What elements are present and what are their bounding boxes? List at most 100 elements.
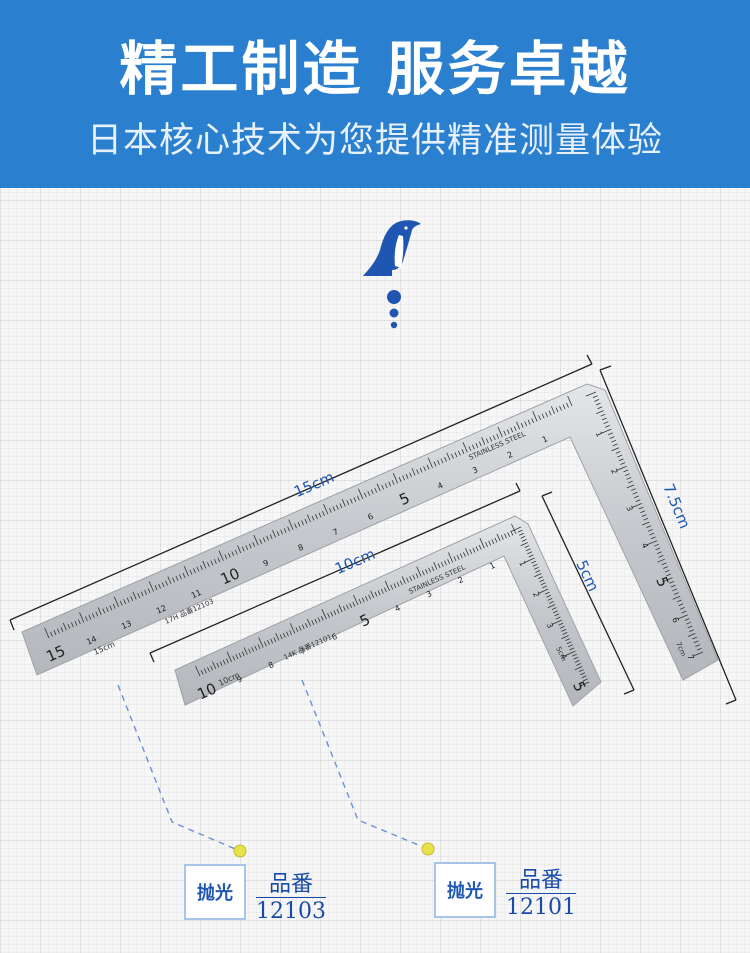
- small-long-tick: [444, 560, 447, 566]
- small-short-tick: [569, 647, 575, 651]
- large-long-tick: [341, 499, 346, 507]
- small-short-tick: [539, 579, 545, 583]
- large-long-tick: [506, 429, 510, 434]
- dimension-label-large-long: 15cm: [291, 468, 337, 501]
- small-long-tick: [235, 654, 239, 660]
- small-short-tick: [573, 656, 579, 660]
- small-short-tick: [547, 604, 556, 609]
- dot-small: [390, 321, 398, 329]
- small-short-tick: [534, 573, 542, 578]
- large-long-tick: [402, 475, 406, 481]
- large-short-tick: [624, 473, 630, 476]
- small-long-tick: [286, 631, 289, 637]
- small-long-tick: [478, 544, 482, 550]
- large-short-tick: [677, 614, 688, 620]
- large-long-tick: [489, 436, 493, 442]
- small-short-numeral: 1: [517, 559, 527, 567]
- large-short-tick: [611, 439, 617, 443]
- large-long-tick: [207, 562, 210, 568]
- small-short-tick: [524, 545, 530, 549]
- small-short-numeral: 3: [545, 621, 555, 629]
- large-long-tick: [411, 468, 416, 476]
- callout-dot-12101: [421, 842, 435, 856]
- finish-tag-12103: 抛光: [184, 864, 246, 920]
- large-short-numeral: 3: [624, 504, 634, 512]
- dimension-line-large-long: [9, 363, 593, 621]
- large-long-tick: [218, 550, 224, 561]
- dot-medium: [389, 308, 399, 318]
- small-short-tick: [544, 591, 550, 595]
- large-long-tick: [294, 523, 297, 529]
- large-short-tick: [594, 399, 600, 402]
- large-long-numeral: 6: [366, 512, 374, 522]
- large-short-tick: [623, 469, 629, 473]
- large-long-tick: [105, 606, 109, 612]
- small-short-tick: [576, 663, 582, 666]
- large-long-numeral: 3: [471, 465, 479, 475]
- large-long-tick: [88, 614, 92, 620]
- small-long-tick: [254, 645, 258, 651]
- large-long-numeral: 9: [262, 558, 270, 568]
- large-long-tick: [202, 560, 207, 569]
- large-long-tick: [323, 503, 329, 515]
- large-long-tick: [555, 407, 559, 413]
- small-long-tick: [380, 588, 384, 594]
- part-divider-12103: [256, 897, 326, 898]
- large-long-tick: [454, 452, 458, 458]
- part-label-12103: 品番: [268, 872, 313, 897]
- large-long-tick: [358, 488, 364, 499]
- penguin-icon: [363, 220, 421, 276]
- dimension-line-large-short: [599, 369, 737, 701]
- small-long-tick: [333, 610, 337, 616]
- large-long-tick: [496, 433, 500, 439]
- small-short-tick: [538, 588, 549, 594]
- dimension-label-large-short: 7.5cm: [659, 481, 693, 531]
- small-long-tick: [267, 640, 270, 645]
- large-long-numeral: 12: [155, 603, 168, 615]
- large-long-tick: [381, 484, 385, 490]
- small-short-tick: [535, 570, 541, 573]
- large-long-tick: [427, 457, 433, 469]
- large-long-tick: [318, 512, 322, 518]
- small-long-tick: [321, 609, 327, 620]
- large-short-tick: [603, 421, 609, 424]
- small-long-tick: [273, 637, 277, 643]
- small-long-tick: [464, 547, 469, 556]
- header-banner: 精工制造 服务卓越 日本核心技术为您提供精准测量体验: [0, 0, 750, 188]
- small-short-tick: [519, 532, 524, 536]
- small-short-tick: [524, 557, 535, 563]
- large-long-tick: [566, 402, 569, 408]
- large-long-tick: [91, 613, 95, 619]
- large-short-tick: [663, 566, 668, 569]
- large-short-tick: [609, 436, 615, 439]
- large-long-tick: [62, 622, 67, 631]
- small-long-tick: [338, 604, 343, 613]
- large-long-tick: [550, 406, 555, 414]
- large-long-tick: [392, 473, 399, 484]
- small-long-tick: [425, 569, 428, 574]
- large-long-tick: [336, 504, 339, 510]
- small-short-tick: [517, 529, 523, 533]
- small-long-tick: [317, 617, 321, 623]
- small-long-tick: [456, 554, 460, 560]
- small-short-numeral: 2: [531, 590, 541, 598]
- large-short-tick: [630, 488, 636, 491]
- small-long-tick: [447, 552, 454, 563]
- large-short-tick: [596, 410, 604, 414]
- large-long-tick: [123, 599, 127, 605]
- large-short-tick: [692, 651, 704, 657]
- large-long-tick: [172, 577, 175, 583]
- large-long-tick: [67, 623, 71, 629]
- small-long-tick: [349, 603, 353, 609]
- small-short-tick: [558, 622, 564, 626]
- small-long-tick: [475, 546, 479, 552]
- small-short-tick: [578, 681, 590, 687]
- large-short-tick: [666, 573, 672, 577]
- large-short-tick: [601, 428, 612, 434]
- small-long-tick: [270, 638, 274, 644]
- large-long-tick: [531, 418, 535, 424]
- large-long-tick: [112, 603, 116, 609]
- small-short-tick: [568, 644, 573, 648]
- large-long-tick: [53, 630, 57, 636]
